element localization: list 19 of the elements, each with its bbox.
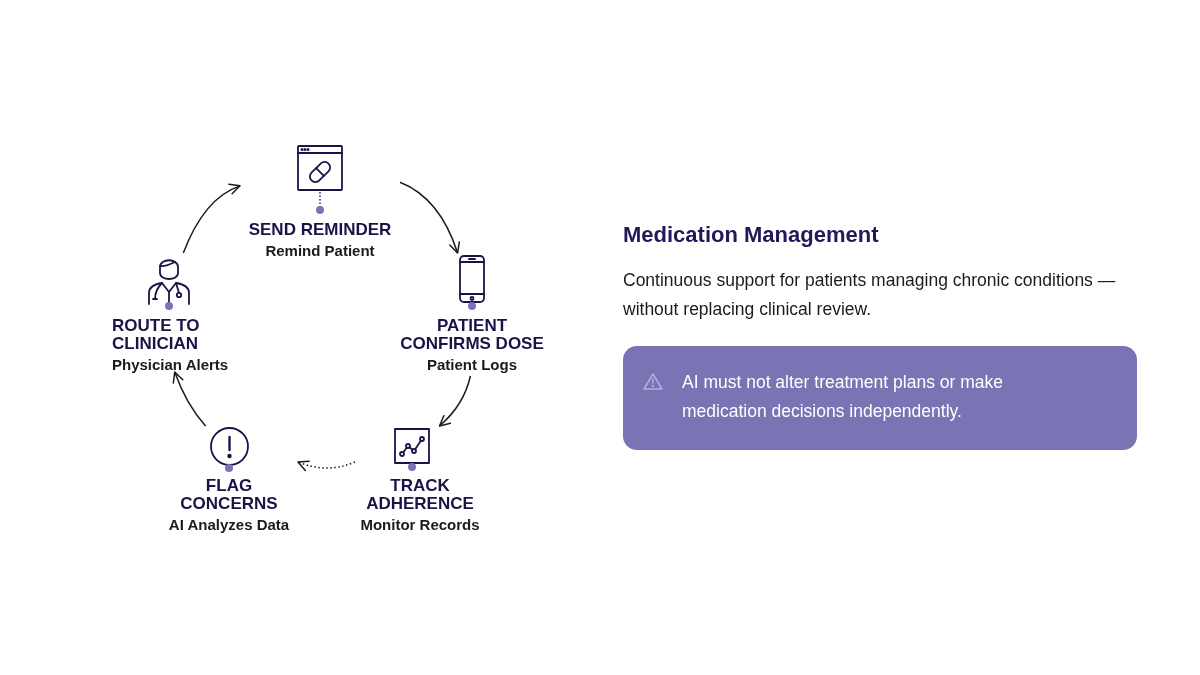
callout-text: AI must not alter treatment plans or make medication decisions independently. xyxy=(682,371,1004,423)
step-heading: TRACK ADHERENCE xyxy=(365,477,475,513)
step-heading: PATIENT CONFIRMS DOSE xyxy=(399,317,545,353)
step-subtitle: AI Analyzes Data xyxy=(167,515,291,535)
step-subtitle: Physician Alerts xyxy=(112,355,230,375)
step-heading: FLAG CONCERNS xyxy=(179,477,279,513)
step-heading: SEND REMINDER xyxy=(247,221,393,239)
step-subtitle: Patient Logs xyxy=(426,355,518,375)
curved-arrow xyxy=(182,184,241,254)
dotted-arrow xyxy=(297,460,356,471)
step-heading: ROUTE TO CLINICIAN xyxy=(112,317,201,353)
curved-arrow xyxy=(172,371,207,427)
description-text: Continuous support for patients managing chronic conditions — without replacing clinical review. xyxy=(623,269,1117,321)
warning-callout xyxy=(623,346,1137,450)
panel-title: Medication Management xyxy=(623,222,879,248)
curved-arrow xyxy=(399,181,460,254)
step-subtitle: Monitor Records xyxy=(359,515,481,535)
step-subtitle: Remind Patient xyxy=(264,241,376,261)
curved-arrow xyxy=(438,375,472,427)
